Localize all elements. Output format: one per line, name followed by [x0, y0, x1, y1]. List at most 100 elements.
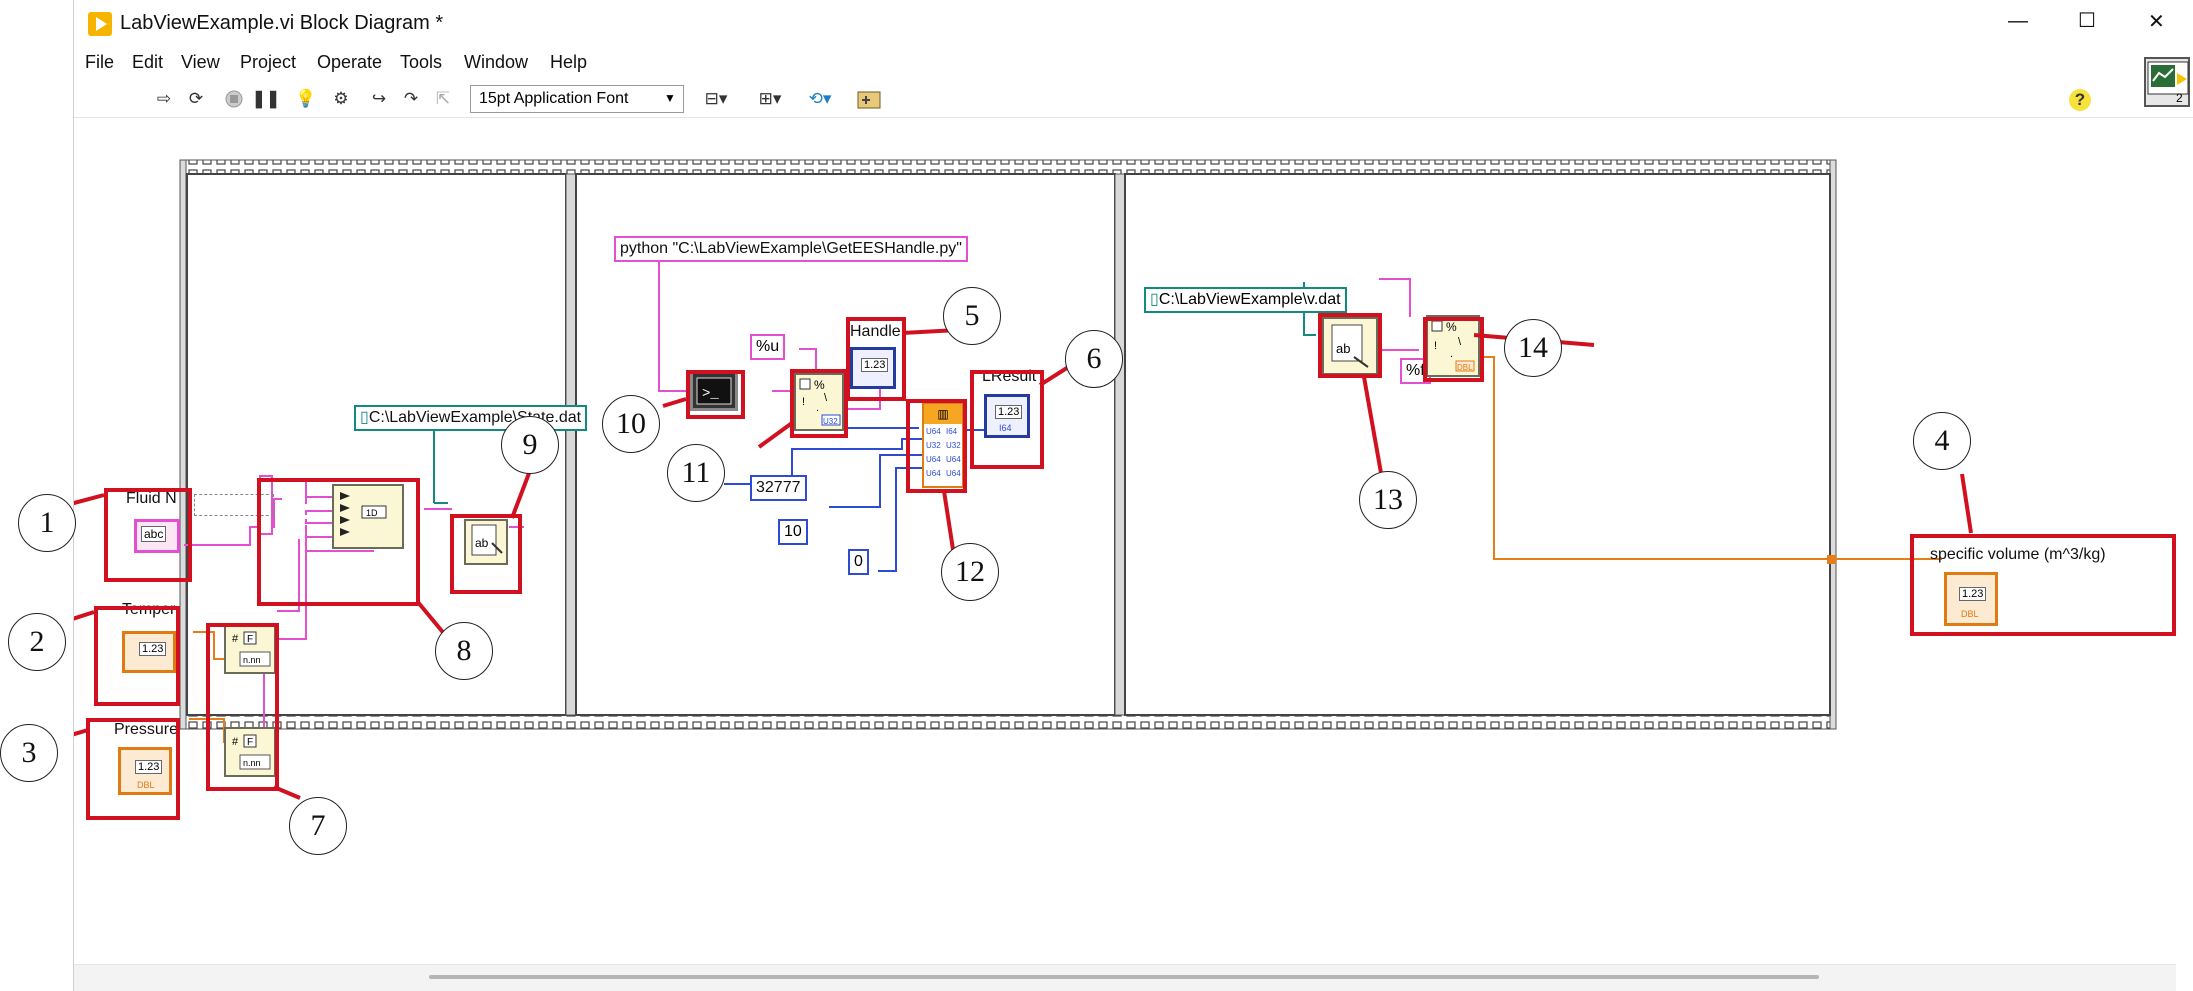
highlight-box-10: [686, 370, 745, 419]
svg-text:%: %: [814, 378, 825, 392]
minimize-button[interactable]: —: [2008, 10, 2028, 32]
library-icon: ▥: [924, 404, 962, 424]
python-command-constant[interactable]: python "C:\LabViewExample\GetEESHandle.p…: [614, 236, 968, 262]
u32-terminal-handle: 1.23: [850, 347, 896, 389]
v-file-path-constant[interactable]: ▯C:\LabViewExample\v.dat: [1144, 287, 1347, 313]
specific-volume-label: specific volume (m^3/kg): [1930, 546, 2106, 563]
callout-1: 1: [18, 494, 76, 552]
svg-text:U32: U32: [926, 441, 941, 450]
lresult-indicator[interactable]: LResult 1.23 I64: [976, 364, 1040, 452]
handle-label: Handle: [850, 323, 901, 340]
run-continuously-icon[interactable]: ⟳: [188, 89, 204, 108]
menu-project[interactable]: Project: [240, 52, 297, 72]
horizontal-scroll-thumb[interactable]: [429, 975, 1819, 979]
retain-wire-values-icon[interactable]: ⚙: [333, 89, 349, 108]
dbl-terminal-pressure: 1.23 DBL: [118, 747, 172, 795]
scan-from-string-node-2[interactable]: %!. \ DBL: [1426, 315, 1480, 377]
menu-help[interactable]: Help: [550, 52, 588, 72]
pressure-label: Pressure: [114, 721, 179, 738]
highlight-box-13: [1318, 313, 1382, 378]
pause-icon[interactable]: ❚❚: [251, 89, 281, 108]
highlight-box-9: [450, 514, 522, 594]
svg-text:U32: U32: [823, 417, 838, 426]
callout-8: 8: [435, 622, 493, 680]
menu-edit[interactable]: Edit: [132, 52, 164, 72]
clean-up-diagram-icon[interactable]: [856, 86, 882, 112]
svg-text:F: F: [247, 634, 253, 645]
svg-text:F: F: [247, 737, 253, 748]
svg-text:U64: U64: [946, 469, 961, 478]
svg-text:.: .: [1450, 348, 1453, 360]
callout-7: 7: [289, 797, 347, 855]
svg-text:%: %: [1446, 320, 1457, 334]
highlight-box-12: [906, 399, 967, 493]
title-bar: LabViewExample.vi Block Diagram * — ☐ ✕: [74, 0, 2193, 50]
highlight-box-8: [257, 478, 420, 606]
menu-operate[interactable]: Operate: [317, 52, 383, 72]
maximize-button[interactable]: ☐: [2078, 10, 2096, 32]
step-over-icon[interactable]: ↷: [403, 89, 419, 108]
step-out-icon[interactable]: ⇱: [435, 89, 451, 108]
fluid-name-control[interactable]: Fluid N abc: [120, 489, 186, 583]
menu-file[interactable]: File: [85, 52, 115, 72]
specific-volume-indicator[interactable]: specific volume (m^3/kg) 1.23 DBL: [1914, 534, 2174, 634]
callout-14: 14: [1504, 319, 1562, 377]
horizontal-scrollbar[interactable]: [74, 964, 2176, 991]
format-u-constant[interactable]: %u: [750, 334, 786, 360]
font-select[interactable]: 15pt Application Font ▼: [470, 85, 684, 113]
menu-window[interactable]: Window: [464, 52, 529, 72]
svg-text:#: #: [232, 736, 239, 748]
reorder-icon[interactable]: ⟲▾: [808, 89, 832, 108]
menu-view[interactable]: View: [181, 52, 220, 72]
svg-text:DBL: DBL: [1457, 363, 1473, 372]
vi-icon[interactable]: 2: [2144, 57, 2190, 107]
step-into-icon[interactable]: ↪: [371, 89, 387, 108]
window-title: LabViewExample.vi Block Diagram *: [120, 12, 444, 34]
callout-12: 12: [941, 543, 999, 601]
vi-icon-number: 2: [2176, 91, 2183, 105]
svg-text:U64: U64: [946, 455, 961, 464]
font-select-value: 15pt Application Font: [479, 90, 629, 107]
context-help-icon[interactable]: ?: [2069, 89, 2091, 111]
pressure-control[interactable]: Pressure 1.23 DBL: [104, 717, 192, 803]
handle-indicator[interactable]: Handle 1.23: [844, 319, 902, 395]
callout-13: 13: [1359, 471, 1417, 529]
write-to-text-file-node[interactable]: ab: [464, 519, 508, 565]
distribute-objects-icon[interactable]: ⊞▾: [758, 89, 782, 108]
labview-window: LabViewExample.vi Block Diagram * — ☐ ✕ …: [73, 0, 2193, 991]
highlight-box-1: [104, 488, 192, 582]
temperature-control[interactable]: Temper 1.23: [108, 597, 192, 683]
svg-text:!: !: [1434, 340, 1437, 352]
menu-tools[interactable]: Tools: [400, 52, 443, 72]
callout-3: 3: [0, 724, 58, 782]
callout-4: 4: [1913, 412, 1971, 470]
callout-2: 2: [8, 613, 66, 671]
dbl-terminal-specific-volume: 1.23 DBL: [1944, 572, 1998, 626]
svg-text:\: \: [1458, 336, 1462, 348]
constant-0[interactable]: 0: [848, 549, 869, 575]
callout-5: 5: [943, 287, 1001, 345]
dbl-terminal-temperature: 1.23: [122, 631, 176, 673]
constant-10[interactable]: 10: [778, 519, 808, 545]
highlight-execution-icon[interactable]: 💡: [295, 89, 317, 108]
callout-6: 6: [1065, 330, 1123, 388]
array-node-icon: 1D: [340, 492, 387, 536]
svg-text:n.nn: n.nn: [243, 758, 261, 768]
callout-10: 10: [602, 395, 660, 453]
abort-icon[interactable]: [221, 86, 247, 112]
toolbar: [74, 80, 2193, 118]
build-array-node[interactable]: 1D: [332, 484, 404, 549]
run-arrow-icon[interactable]: ⇨: [156, 89, 172, 108]
chevron-down-icon: ▼: [664, 91, 676, 105]
scan-from-string-node[interactable]: %!.\U32: [794, 373, 844, 431]
highlight-box-6: [970, 370, 1044, 469]
callout-9: 9: [501, 416, 559, 474]
constant-32777[interactable]: 32777: [750, 475, 807, 501]
align-objects-icon[interactable]: ⊟▾: [704, 89, 728, 108]
i64-terminal-lresult: 1.23 I64: [984, 394, 1030, 438]
close-button[interactable]: ✕: [2148, 11, 2165, 33]
